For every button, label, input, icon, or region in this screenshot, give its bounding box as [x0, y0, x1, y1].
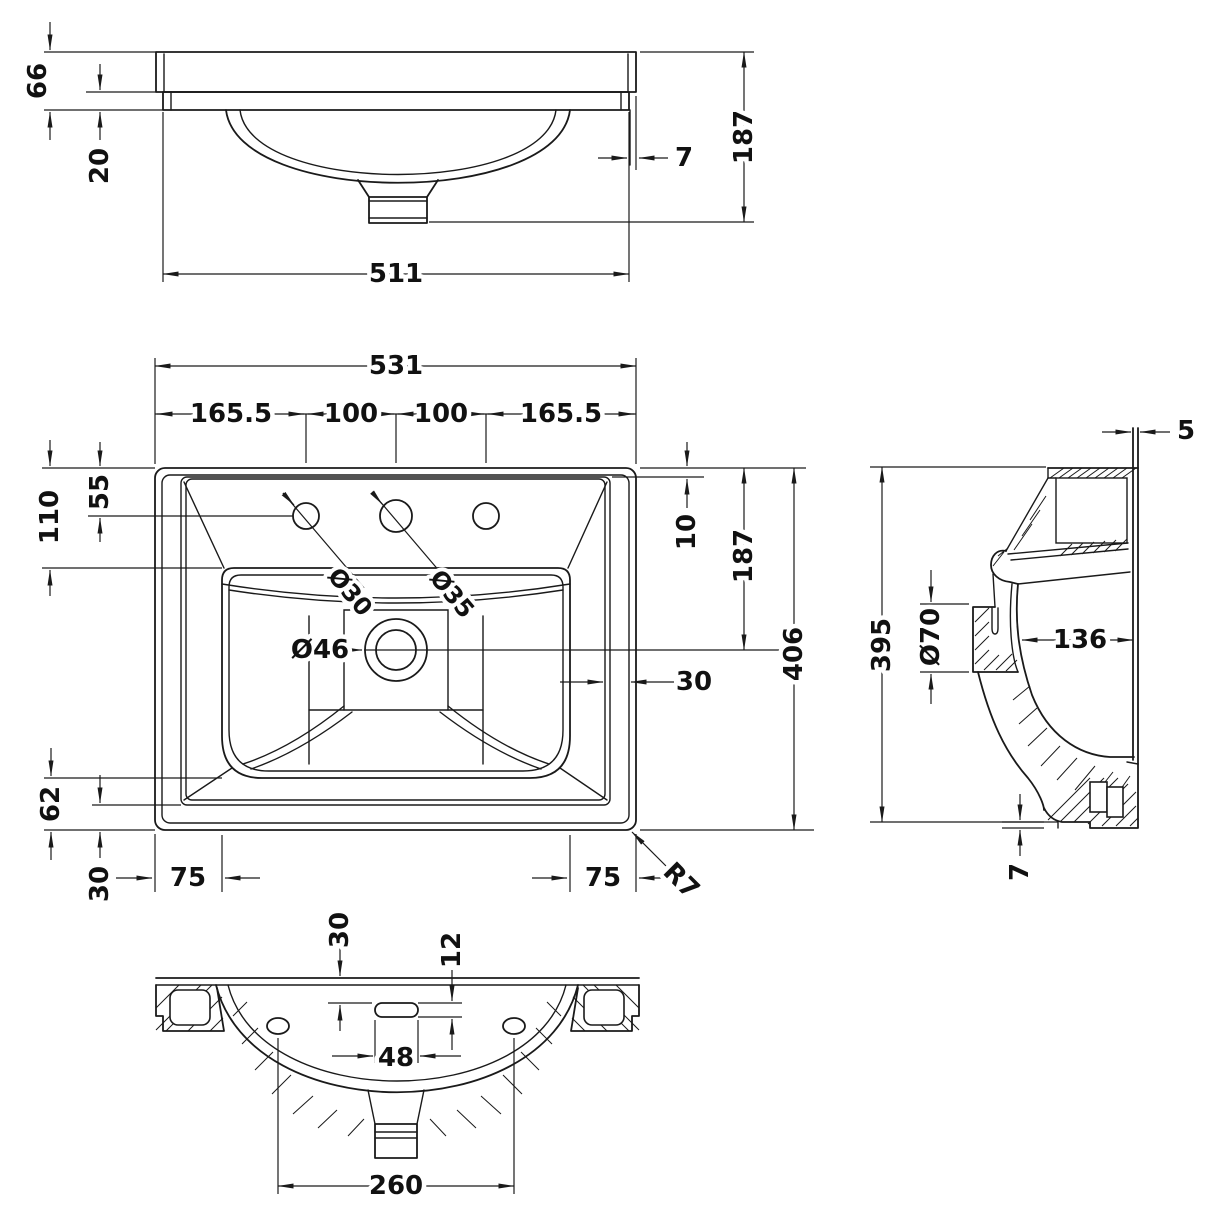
- bottom-left-lug-slot: [169, 989, 211, 1026]
- dim-plan-overflow-depth: 187: [729, 529, 759, 583]
- front-view-dimensions: 66 20 511 187 7: [19, 22, 764, 294]
- plan-view: 531 165.5 100 100 165.5 110: [31, 347, 814, 910]
- dim-side-overall-height: 395: [867, 618, 897, 672]
- dim-plan-overall-depth: 406: [779, 627, 809, 681]
- bottom-view: 30 12 48 260: [155, 907, 640, 1206]
- side-fixing-slot-outer: [1089, 781, 1108, 813]
- dim-plan-wall-gap: 30: [676, 667, 712, 697]
- dim-front-rim-lip: 7: [675, 143, 693, 173]
- dim-bottom-fixing-centres: 260: [369, 1171, 423, 1201]
- bottom-view-geometry: [155, 977, 640, 1159]
- dim-plan-rim-bottom: 30: [85, 866, 115, 902]
- dim-side-wall-thickness: 5: [1177, 416, 1195, 446]
- dim-plan-tap-centre-left: 100: [324, 399, 378, 429]
- dim-side-bowl-depth: 136: [1053, 625, 1107, 655]
- side-fixing-slot-inner: [1106, 786, 1124, 818]
- front-view-geometry: [155, 51, 637, 224]
- dim-plan-tap-hole-left: Ø30: [322, 562, 378, 621]
- dim-plan-tap-hole-centre: Ø35: [424, 564, 480, 623]
- bottom-fixing-hole-left: [266, 1017, 290, 1035]
- dim-front-apron-offset: 20: [85, 148, 115, 184]
- bottom-view-dimensions: 30 12 48 260: [277, 907, 515, 1206]
- dim-side-overflow: Ø70: [916, 608, 946, 666]
- dim-plan-tap-left: 165.5: [190, 399, 272, 429]
- side-view-dimensions: 5 395 Ø70 136 7: [863, 412, 1200, 886]
- dim-plan-tap-offset: 55: [85, 474, 115, 510]
- tap-hole-left: [292, 502, 320, 530]
- dim-plan-overall-width: 531: [369, 351, 423, 381]
- front-view: 66 20 511 187 7: [19, 22, 764, 294]
- dim-bottom-slot-width: 48: [378, 1043, 414, 1073]
- dim-side-foot-height: 7: [1005, 863, 1035, 881]
- dim-bottom-slot-height: 12: [437, 932, 467, 968]
- plan-outer-outline: [154, 467, 637, 831]
- tap-hole-right: [472, 502, 500, 530]
- dim-plan-rim-edge: 10: [672, 514, 702, 550]
- dim-plan-bowl-inset: 62: [36, 786, 66, 822]
- dim-plan-overflow: Ø46: [291, 635, 349, 665]
- dim-plan-tap-right: 165.5: [520, 399, 602, 429]
- tap-hole-centre: [379, 499, 413, 533]
- bottom-view-hatching: [155, 984, 640, 1137]
- plan-bowl-outline: [221, 567, 571, 779]
- bottom-fixing-hole-right: [502, 1017, 526, 1035]
- dim-front-overall-height: 187: [729, 110, 759, 164]
- dim-plan-bowl-left: 75: [170, 863, 206, 893]
- bottom-fixing-slot: [374, 1002, 419, 1018]
- dim-front-bowl-width: 511: [369, 259, 423, 289]
- plan-view-dimensions: 531 165.5 100 100 165.5 110: [31, 347, 814, 910]
- bottom-right-lug-slot: [583, 989, 625, 1026]
- plan-view-geometry: [154, 467, 637, 831]
- dim-bottom-slot-offset: 30: [325, 912, 355, 948]
- dim-front-rim-height: 66: [23, 63, 53, 99]
- dim-plan-bowl-right: 75: [585, 863, 621, 893]
- side-view: 5 395 Ø70 136 7: [863, 412, 1200, 886]
- dim-plan-tap-centre-right: 100: [414, 399, 468, 429]
- dim-plan-deck-depth: 110: [35, 490, 65, 544]
